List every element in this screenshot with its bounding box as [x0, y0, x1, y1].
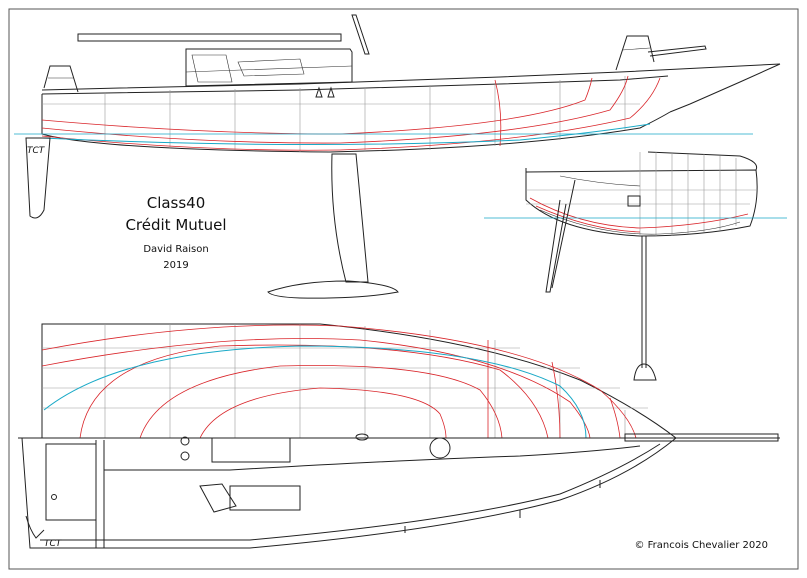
buttock-line-3 [41, 77, 593, 135]
plan-section-c [609, 397, 621, 439]
body-section-3 [539, 209, 741, 235]
portlight-1 [315, 86, 323, 98]
title-block: Class40 Crédit Mutuel David Raison 2019 [125, 194, 226, 271]
deckhouse-window-aft [191, 54, 233, 83]
cockpit-coaming [185, 65, 353, 73]
body-plan-deck [647, 151, 758, 171]
deck-hatch-round [429, 437, 451, 459]
half-breadth-outline [41, 323, 678, 439]
keel-vertical-bulb [633, 363, 657, 381]
keel-bulb [267, 280, 399, 299]
deckhouse-plan [104, 445, 641, 471]
bow-pulpit-rail [621, 47, 651, 51]
winch-2 [180, 451, 190, 461]
mast-step [355, 433, 369, 441]
section-profile-a [494, 79, 502, 147]
bowsprit [647, 45, 707, 57]
buttock-line-1 [41, 77, 661, 151]
rudder-plan [25, 515, 45, 539]
forehatch-plan [229, 485, 301, 511]
hull-bow [669, 63, 781, 113]
body-plan-view [484, 151, 787, 381]
body-section-1 [529, 197, 749, 229]
page-border [8, 8, 799, 570]
designer-monogram-profile: TCT [27, 146, 46, 156]
keel-vertical-fin [641, 236, 647, 368]
deck-outline [21, 437, 677, 549]
boom [77, 33, 342, 42]
bowsprit-plan [624, 433, 779, 442]
profile-view: TCT [14, 14, 781, 299]
plan-buttock-3 [79, 344, 549, 439]
designer-name: David Raison [143, 244, 208, 255]
winch-1 [180, 436, 190, 446]
deckhouse-window [237, 58, 305, 77]
rudder [25, 137, 51, 219]
keel-fin [331, 153, 369, 283]
hull-deck-edge [41, 75, 669, 95]
deck-toerail [40, 443, 661, 541]
hull-bottom [41, 94, 671, 153]
keel-strut [545, 199, 567, 293]
companionway [211, 437, 291, 463]
mast [351, 14, 370, 55]
half-breadth-grid [42, 324, 648, 438]
winch-pad [199, 483, 237, 513]
boat-class: Class40 [147, 194, 206, 212]
stern-pulpit [43, 65, 79, 93]
cockpit-floor [45, 443, 97, 521]
plan-buttock-2 [41, 338, 591, 439]
plan-view: TCT [18, 323, 780, 549]
plan-buttock-4 [139, 365, 503, 439]
copyright-notice: © Francois Chevalier 2020 [634, 540, 768, 551]
plan-buttock-5 [199, 387, 447, 439]
plan-section-b [551, 361, 561, 439]
body-plan-hatch [627, 195, 641, 207]
boat-name: Crédit Mutuel [125, 216, 226, 234]
buttock-line-2 [41, 75, 629, 144]
deckhouse [185, 48, 353, 87]
portlight-2 [327, 86, 335, 98]
profile-stations [42, 76, 640, 152]
body-chine [559, 175, 641, 187]
body-plan-grid [526, 152, 756, 236]
body-plan-outline [525, 169, 758, 237]
keel-canted-fin [551, 179, 576, 289]
plan-buttock-1 [41, 324, 637, 439]
plan-waterline [43, 345, 587, 439]
profile-waterline [41, 123, 651, 146]
body-section-2 [535, 205, 641, 233]
design-year: 2019 [163, 260, 188, 271]
deck-coachroof [95, 440, 105, 548]
designer-monogram-plan: TCT [44, 539, 63, 549]
hull-sheer [41, 63, 781, 91]
deck-fitting [51, 494, 57, 500]
bow-pulpit [615, 35, 655, 71]
